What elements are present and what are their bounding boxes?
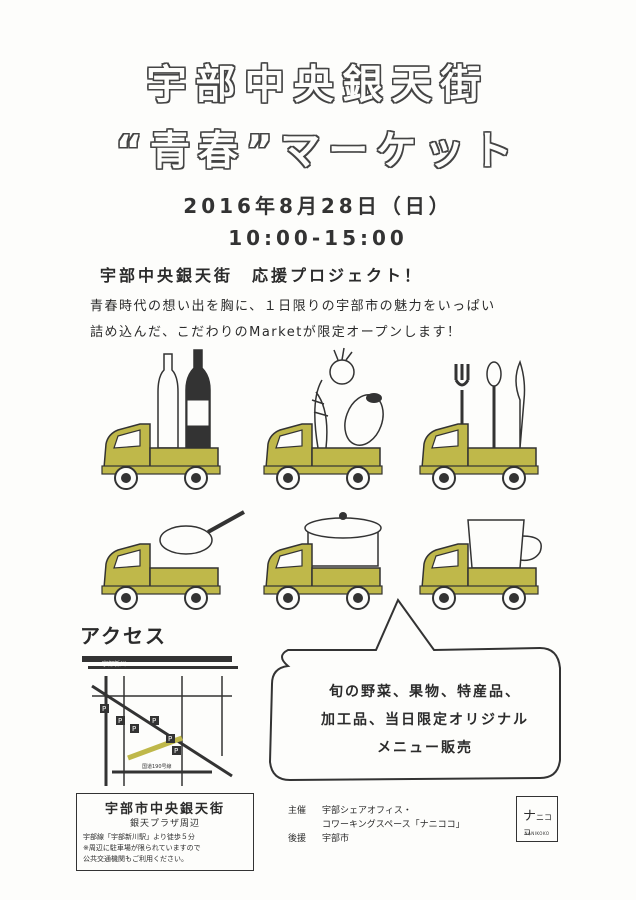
host-line-1: 宇部シェアオフィス・ xyxy=(322,806,412,816)
truck-vegetables xyxy=(263,347,384,490)
area-name: 宇部市中央銀天街 xyxy=(104,802,225,817)
truck-pot xyxy=(263,512,383,610)
trucks-illustration xyxy=(101,347,542,610)
truck-pan xyxy=(101,510,245,610)
parking-icon: P xyxy=(168,735,172,743)
access-note: 宇部線「宇部新川駅」より徒歩５分 ※周辺に駐車場が限られていますので 公共交通機… xyxy=(83,832,251,865)
description: 青春時代の想い出を胸に、１日限りの宇部市の魅力をいっぱい 詰め込んだ、こだわりの… xyxy=(90,294,560,346)
host-label: 主催 xyxy=(288,806,307,816)
bubble-line-2: 加工品、当日限定オリジナル xyxy=(321,712,529,728)
access-map: 宇部新川 国道190号線 P P P P P P xyxy=(82,656,238,786)
access-heading: アクセス xyxy=(80,624,167,648)
event-date: 2016年8月28日（日） xyxy=(183,194,453,218)
title-line-1: 宇部中央銀天街 xyxy=(146,62,490,108)
truck-cutlery xyxy=(419,359,539,490)
access-note-line-3: 公共交通機関もご利用ください。 xyxy=(83,855,188,863)
support-value: 宇部市 xyxy=(322,834,350,844)
logo-mark: ナニココ xyxy=(523,809,553,837)
parking-icon: P xyxy=(174,747,178,755)
organizers: 主催 宇部シェアオフィス・ コワーキングスペース「ナニココ」 後援 宇部市 xyxy=(288,804,465,846)
access-note-line-1: 宇部線「宇部新川駅」より徒歩５分 xyxy=(83,833,195,841)
plaza-name: 銀天プラザ周辺 xyxy=(129,819,200,829)
parking-icon: P xyxy=(102,705,106,713)
truck-bottles xyxy=(101,349,221,490)
logo-sub: NANIKOKO xyxy=(524,831,550,836)
description-line-1: 青春時代の想い出を胸に、１日限りの宇部市の魅力をいっぱい xyxy=(90,299,496,314)
title-line-2: “青春”マーケット xyxy=(115,128,521,174)
host-line-2: コワーキングスペース「ナニココ」 xyxy=(322,820,465,830)
access-note-line-2: ※周辺に駐車場が限られていますので xyxy=(83,844,201,852)
bubble-text: 旬の野菜、果物、特産品、 加工品、当日限定オリジナル メニュー販売 xyxy=(300,678,550,762)
map-label-station: 宇部新川 xyxy=(102,660,126,668)
support-label: 後援 xyxy=(288,834,307,844)
truck-cup xyxy=(419,519,542,610)
event-time: 10:00-15:00 xyxy=(228,226,408,250)
nanikoko-logo: ナニココ NANIKOKO xyxy=(516,796,558,842)
parking-icon: P xyxy=(132,725,136,733)
description-line-2: 詰め込んだ、こだわりのMarketが限定オープンします！ xyxy=(90,325,462,340)
bubble-line-3: メニュー販売 xyxy=(377,740,473,756)
parking-icon: P xyxy=(118,717,122,725)
bubble-line-1: 旬の野菜、果物、特産品、 xyxy=(329,684,521,700)
parking-icon: P xyxy=(152,717,156,725)
map-info-box: 宇部市中央銀天街 銀天プラザ周辺 宇部線「宇部新川駅」より徒歩５分 ※周辺に駐車… xyxy=(76,793,254,871)
speech-bubble xyxy=(268,597,561,782)
project-heading: 宇部中央銀天街 応援プロジェクト！ xyxy=(100,266,424,285)
map-label-road: 国道190号線 xyxy=(142,763,172,770)
